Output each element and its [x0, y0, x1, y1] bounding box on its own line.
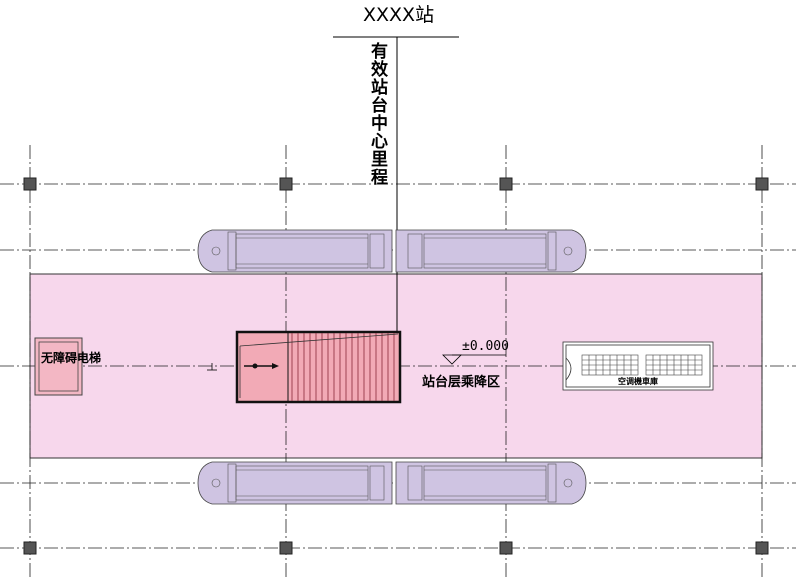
train-bottom	[197, 461, 587, 505]
train-car-right	[395, 461, 587, 505]
train-car-left	[197, 461, 393, 505]
column	[23, 541, 37, 555]
column	[499, 177, 513, 191]
elevator	[34, 337, 83, 396]
elevation-marker	[442, 354, 506, 365]
platform-area-label: 站台层乘降区	[422, 375, 501, 390]
ac-room-label: 空调機車庫	[618, 377, 658, 386]
section-mark	[207, 363, 217, 371]
ac-room	[562, 341, 714, 391]
column	[279, 177, 293, 191]
column	[755, 177, 769, 191]
column	[23, 177, 37, 191]
station-name: XXXX站	[363, 4, 435, 26]
grid-lines	[0, 145, 796, 577]
column	[499, 541, 513, 555]
elevator-label: 无障碍电梯	[41, 351, 102, 365]
column	[279, 541, 293, 555]
train-top	[197, 229, 587, 273]
train-car-left	[197, 229, 393, 273]
train-car-right	[395, 229, 587, 273]
center-mileage-label: 有效站台中心里程	[367, 42, 387, 186]
columns	[23, 177, 769, 555]
column	[755, 541, 769, 555]
staircase	[235, 330, 402, 404]
elevation-label: ±0.000	[462, 339, 509, 354]
